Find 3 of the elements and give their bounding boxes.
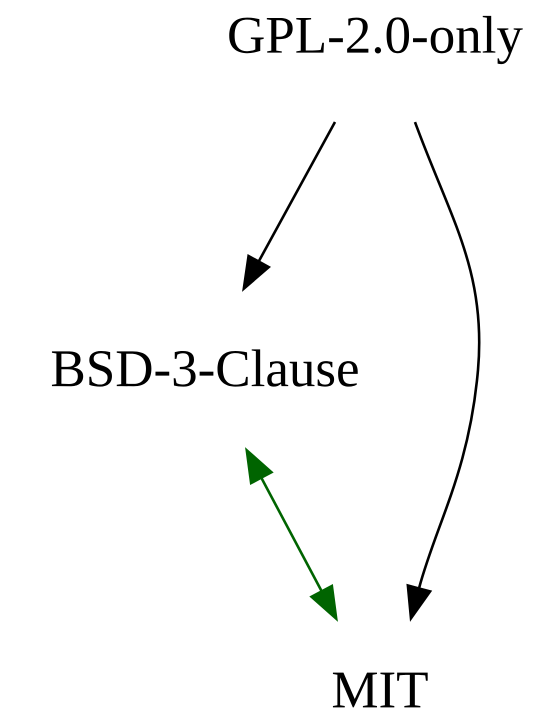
- node-label: MIT: [332, 672, 428, 708]
- node-label: BSD-3-Clause: [52, 349, 358, 387]
- node-label: GPL-2.0-only: [229, 16, 523, 64]
